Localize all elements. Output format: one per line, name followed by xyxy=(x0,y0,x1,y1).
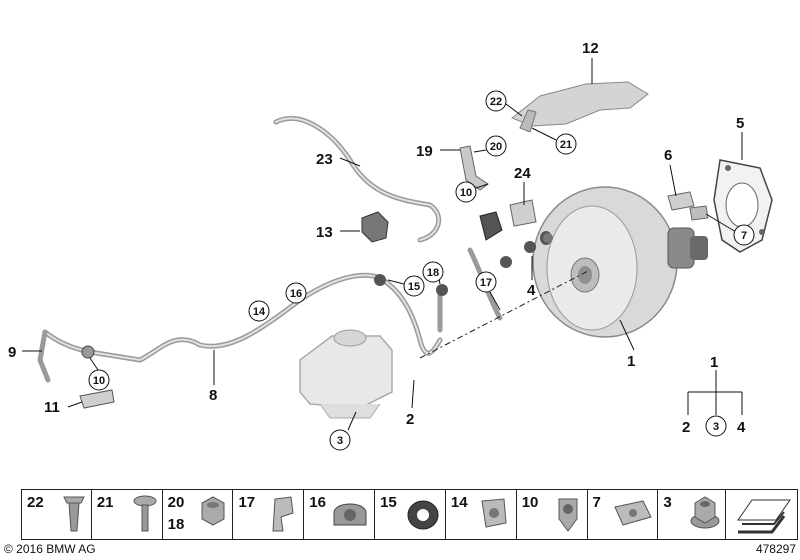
heat-shield xyxy=(511,81,649,133)
strip-cell-6: 14 xyxy=(446,490,517,539)
callout-11: 11 xyxy=(44,399,60,416)
callout-6: 6 xyxy=(664,147,672,164)
svg-text:15: 15 xyxy=(408,281,420,293)
callout-9: 9 xyxy=(8,344,16,361)
strip-cell-1: 21 xyxy=(92,490,163,539)
brake-booster xyxy=(532,186,708,338)
svg-text:20: 20 xyxy=(490,141,502,153)
strip-cell-9: 3 xyxy=(658,490,727,539)
strip-part-number: 17 xyxy=(238,494,256,511)
circled-14: 14 xyxy=(248,300,270,322)
strip-cell-7: 10 xyxy=(517,490,588,539)
strip-part-number: 21 xyxy=(96,494,114,511)
copyright: © 2016 BMW AG xyxy=(4,542,96,556)
callout-1: 1 xyxy=(627,353,635,370)
circled-callouts: 3 7 10 10 14 15 16 17 18 20 21 22 3 xyxy=(88,90,755,451)
strip-part-number: 22 xyxy=(27,494,44,511)
circled-7: 7 xyxy=(705,213,755,246)
callout-8: 8 xyxy=(209,387,217,404)
callout-5: 5 xyxy=(736,115,744,132)
circled-16: 16 xyxy=(285,282,307,304)
legend-circled-3: 3 xyxy=(705,415,727,437)
callout-4: 4 xyxy=(527,282,536,299)
svg-text:17: 17 xyxy=(480,277,492,289)
svg-text:21: 21 xyxy=(560,139,572,151)
circled-20: 20 xyxy=(473,135,507,157)
svg-text:7: 7 xyxy=(741,230,747,242)
callout-19: 19 xyxy=(416,143,433,160)
strip-part-number: 14 xyxy=(450,494,468,511)
strip-part-number: 20 xyxy=(167,494,185,511)
strip-cell-3: 17 xyxy=(233,490,305,539)
circled-3: 3 xyxy=(329,411,357,451)
callout-24: 24 xyxy=(514,165,531,182)
gasket xyxy=(713,159,773,253)
strip-part-number: 16 xyxy=(309,494,326,511)
callout-12: 12 xyxy=(582,40,599,57)
circled-10a: 10 xyxy=(455,181,489,203)
strip-part-number: 10 xyxy=(521,494,539,511)
strip-part-number: 15 xyxy=(380,494,397,511)
svg-text:10: 10 xyxy=(93,375,105,387)
strip-cell-10 xyxy=(726,490,797,539)
callout-2: 2 xyxy=(406,411,414,428)
callout-13: 13 xyxy=(316,224,333,241)
legend-callout-2: 2 xyxy=(682,419,690,436)
legend-callout-1: 1 xyxy=(710,354,718,371)
strip-cell-4: 16 xyxy=(304,490,376,539)
svg-text:16: 16 xyxy=(290,288,302,300)
image-number: 478297 xyxy=(755,542,796,556)
circled-15: 15 xyxy=(387,275,425,297)
legend-callout-4: 4 xyxy=(737,419,746,436)
svg-text:10: 10 xyxy=(460,187,472,199)
svg-text:14: 14 xyxy=(253,306,266,318)
small-parts xyxy=(79,145,709,409)
svg-text:22: 22 xyxy=(490,96,502,108)
leader-lines xyxy=(22,58,743,415)
circled-22: 22 xyxy=(485,90,523,117)
strip-cell-0: 22 xyxy=(22,490,92,539)
svg-text:18: 18 xyxy=(427,267,439,279)
strip-part-number: 3 xyxy=(663,494,672,511)
callout-numbers: 1 2 4 5 6 8 9 11 12 13 19 23 24 1 2 4 xyxy=(8,40,746,436)
svg-text:3: 3 xyxy=(337,435,343,447)
parts-diagram: 1 2 4 5 6 8 9 11 12 13 19 23 24 1 2 4 3 … xyxy=(8,40,773,451)
fluid-reservoir xyxy=(299,329,393,419)
strip-cell-8: 7 xyxy=(588,490,659,539)
svg-text:3: 3 xyxy=(713,421,719,433)
strip-cell-5: 15 xyxy=(375,490,446,539)
arrow-sheet-icon xyxy=(732,494,792,541)
circled-18: 18 xyxy=(422,261,444,285)
strip-part-number: 7 xyxy=(592,494,601,511)
circled-17: 17 xyxy=(475,271,501,311)
strip-part-number-secondary: 18 xyxy=(167,516,185,533)
circled-21: 21 xyxy=(531,127,577,155)
circled-10b: 10 xyxy=(88,357,110,391)
callout-23: 23 xyxy=(316,151,333,168)
